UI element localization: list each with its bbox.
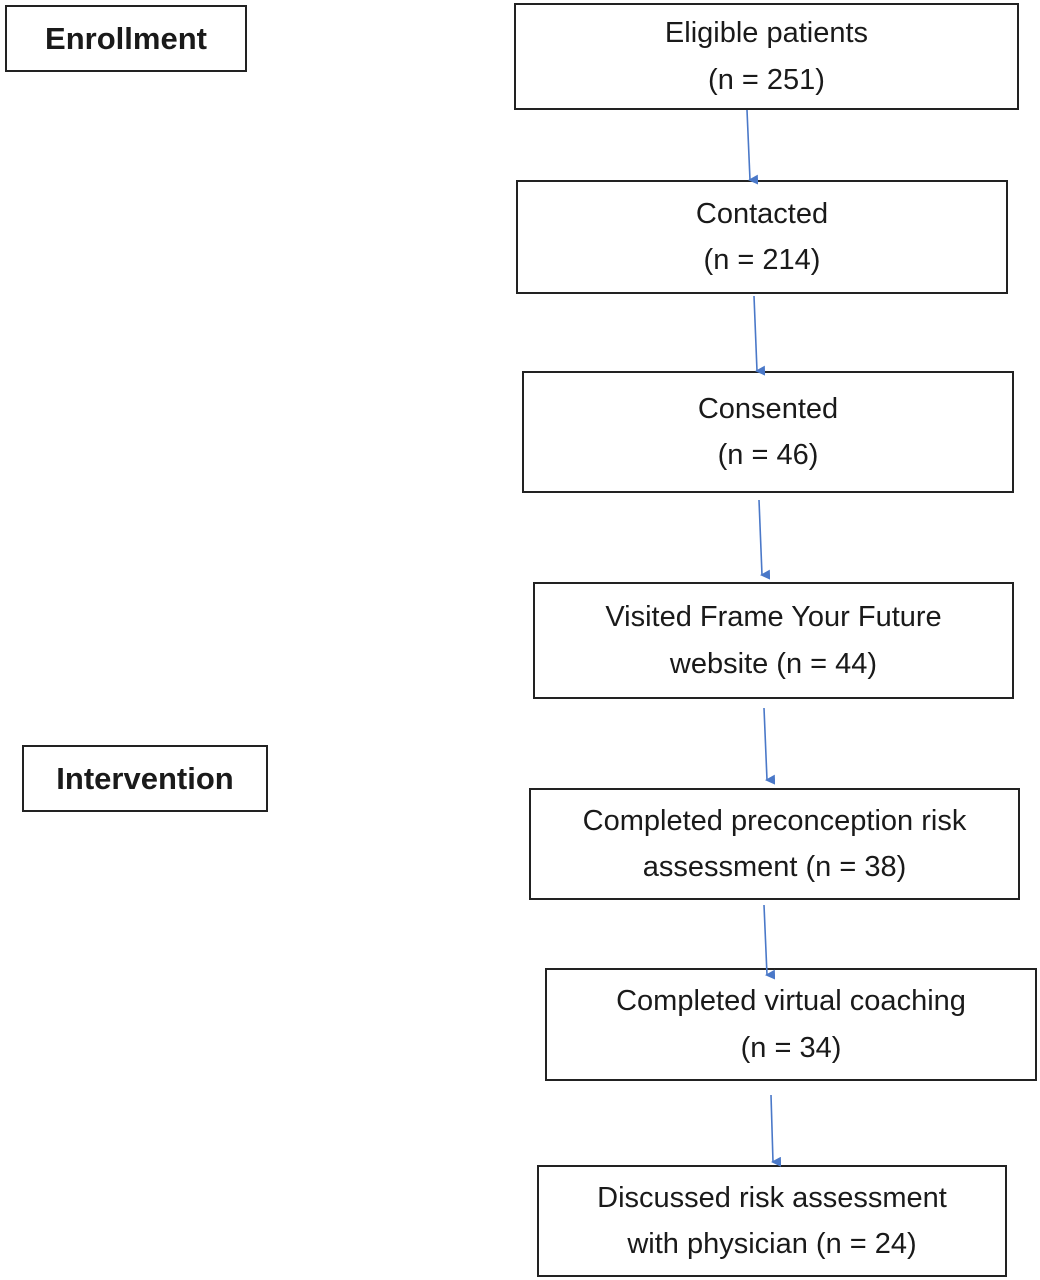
step-label: Visited Frame Your Future [605, 601, 942, 634]
step-count: (n = 251) [708, 63, 825, 96]
step-box-consented: Consented (n = 46) [522, 371, 1014, 493]
arrow-assessment-to-coaching [763, 904, 776, 980]
step-count: (n = 214) [703, 244, 821, 276]
stage-label-enrollment: Enrollment [5, 5, 247, 72]
step-count: with physician (n = 24) [627, 1228, 917, 1260]
step-label: Completed virtual coaching [616, 985, 966, 1018]
stage-label-enrollment-text: Enrollment [45, 20, 207, 56]
step-count: (n = 34) [740, 1031, 842, 1064]
arrow-coaching-to-physician [770, 1094, 782, 1167]
arrow-consented-to-visited [758, 499, 771, 580]
step-count: website (n = 44) [669, 647, 878, 680]
step-box-risk-assessment: Completed preconception risk assessment … [529, 788, 1020, 900]
step-count: assessment (n = 38) [642, 851, 907, 883]
step-box-virtual-coaching: Completed virtual coaching (n = 34) [545, 968, 1037, 1081]
step-label: Eligible patients [664, 17, 869, 50]
step-label: Contacted [695, 197, 829, 230]
step-box-contacted: Contacted (n = 214) [516, 180, 1008, 294]
step-box-eligible-patients: Eligible patients (n = 251) [514, 3, 1019, 110]
arrow-visited-to-assessment [763, 707, 776, 785]
step-label: Completed preconception risk [582, 804, 967, 837]
step-label: Consented [697, 392, 839, 425]
step-count: (n = 46) [717, 439, 819, 471]
step-box-discussed-with-physician: Discussed risk assessment with physician… [537, 1165, 1007, 1277]
arrow-eligible-to-contacted [746, 109, 759, 185]
stage-label-intervention: Intervention [22, 745, 268, 812]
arrow-contacted-to-consented [753, 295, 766, 376]
step-box-visited-website: Visited Frame Your Future website (n = 4… [533, 582, 1014, 699]
stage-label-intervention-text: Intervention [56, 760, 234, 796]
step-label: Discussed risk assessment [597, 1181, 947, 1214]
